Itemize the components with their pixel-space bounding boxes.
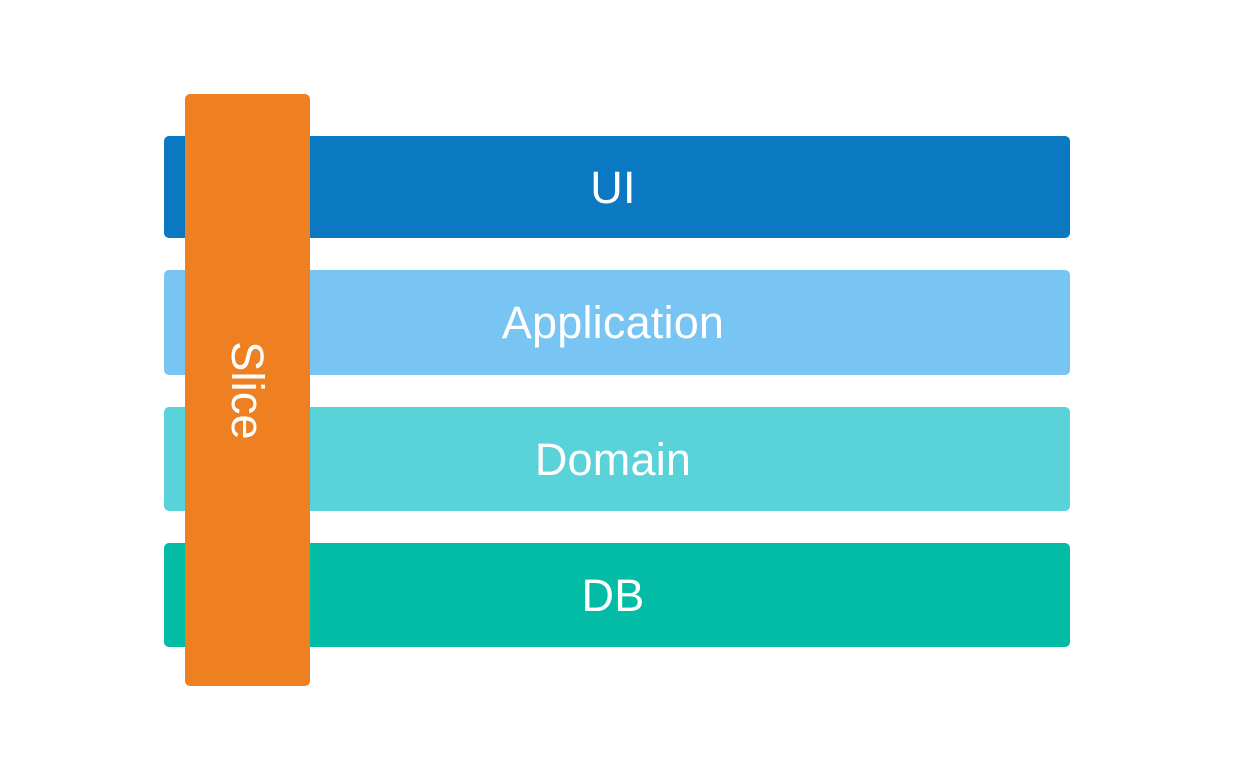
layer-bar-application[interactable]: Application <box>164 270 1070 375</box>
layer-bar-ui[interactable]: UI <box>164 136 1070 238</box>
layer-label-db: DB <box>581 569 645 621</box>
layer-bar-db[interactable]: DB <box>164 543 1070 647</box>
layer-label-domain: Domain <box>534 433 692 485</box>
vertical-slice-label: Slice <box>221 340 273 440</box>
layer-bar-domain[interactable]: Domain <box>164 407 1070 511</box>
layer-label-application: Application <box>501 297 725 348</box>
vertical-slice-bar[interactable]: Slice <box>185 94 310 686</box>
layer-label-ui: UI <box>590 161 636 213</box>
